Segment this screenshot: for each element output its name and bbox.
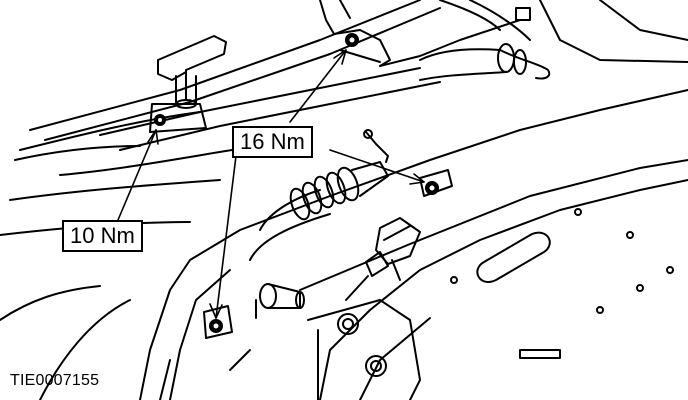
- bellows-connector: [249, 161, 389, 261]
- torque-callout-16nm: 16 Nm: [232, 126, 313, 158]
- torque-callout-10nm: 10 Nm: [62, 220, 143, 252]
- upper-mount-bracket: [319, 0, 521, 67]
- main-frame-panel: [139, 89, 688, 400]
- t-handle-bracket: [149, 35, 227, 133]
- lower-stud: [255, 283, 305, 319]
- figure-id-label: TIE0007155: [10, 372, 100, 389]
- lower-left-frame: [0, 285, 171, 400]
- wire-clip: [363, 129, 389, 163]
- bolt-lower-left: [203, 305, 233, 339]
- sensor-plug: [345, 217, 421, 301]
- plate-holes: [337, 208, 674, 377]
- leader-lines: [117, 49, 425, 319]
- bolt-right: [419, 169, 453, 197]
- upper-rail-lines: [0, 0, 441, 236]
- hose-fitting-upper-right: [419, 0, 688, 81]
